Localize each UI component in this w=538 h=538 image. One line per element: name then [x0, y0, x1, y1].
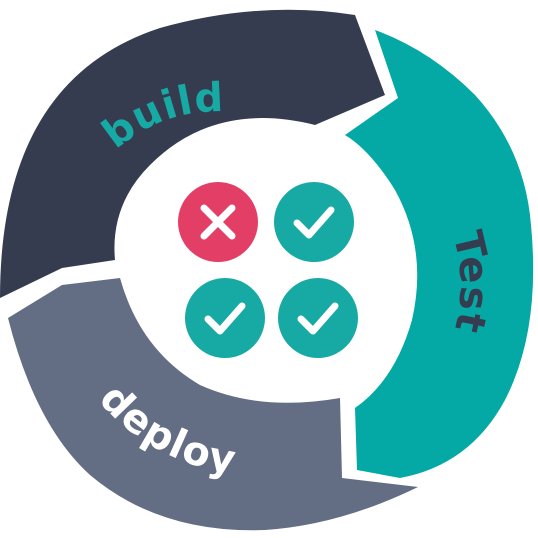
status-pass — [185, 278, 265, 358]
check-mark-icon — [293, 206, 335, 239]
status-grid — [178, 182, 358, 358]
x-mark-icon — [200, 204, 236, 240]
check-mark-icon — [297, 302, 339, 335]
test-label: Test — [444, 227, 496, 338]
status-pass — [274, 182, 354, 262]
status-circle — [185, 278, 265, 358]
deploy-segment — [8, 278, 418, 531]
build-segment — [0, 9, 385, 298]
status-pass — [278, 278, 358, 358]
test-label-text: Test — [444, 227, 497, 338]
status-fail — [178, 182, 258, 262]
status-circle — [278, 278, 358, 358]
status-circle — [274, 182, 354, 262]
test-segment — [345, 30, 534, 478]
check-mark-icon — [204, 302, 246, 335]
